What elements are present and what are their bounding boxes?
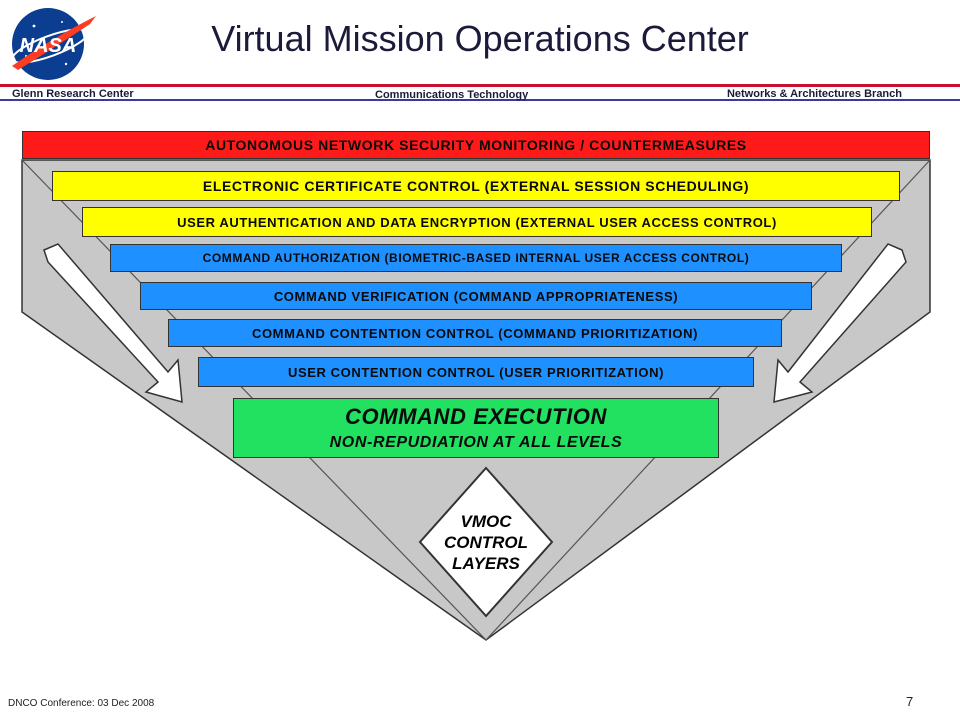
command-execution-title: COMMAND EXECUTION: [345, 404, 607, 429]
diamond-line-2: CONTROL: [443, 532, 529, 552]
layer-label-3: USER AUTHENTICATION AND DATA ENCRYPTION …: [177, 214, 777, 230]
layer-label-1: AUTONOMOUS NETWORK SECURITY MONITORING /…: [205, 137, 747, 153]
footer-conference: DNCO Conference: 03 Dec 2008: [8, 698, 155, 709]
layer-label-2: ELECTRONIC CERTIFICATE CONTROL (EXTERNAL…: [202, 178, 750, 194]
right-arrow-icon: [773, 243, 907, 403]
header-rule-blue: [0, 99, 960, 101]
left-arrow-icon: [43, 243, 183, 404]
header-center-label: Communications Technology: [375, 89, 529, 101]
non-repudiation-label: NON-REPUDIATION AT ALL LEVELS: [329, 434, 623, 451]
layer-band-3: USER AUTHENTICATION AND DATA ENCRYPTION …: [82, 207, 872, 237]
layer-band-2: ELECTRONIC CERTIFICATE CONTROL (EXTERNAL…: [52, 171, 900, 201]
layer-band-6: COMMAND CONTENTION CONTROL (COMMAND PRIO…: [168, 319, 782, 347]
layer-band-1: AUTONOMOUS NETWORK SECURITY MONITORING /…: [22, 131, 930, 159]
layer-label-4: COMMAND AUTHORIZATION (BIOMETRIC-BASED I…: [202, 251, 750, 265]
header-right-label: Networks & Architectures Branch: [726, 88, 902, 100]
layer-label-6: COMMAND CONTENTION CONTROL (COMMAND PRIO…: [251, 325, 699, 341]
layer-label-5: COMMAND VERIFICATION (COMMAND APPROPRIAT…: [273, 288, 679, 304]
layer-label-7: USER CONTENTION CONTROL (USER PRIORITIZA…: [287, 364, 665, 380]
header-left-label: Glenn Research Center: [12, 88, 134, 100]
page-title: Virtual Mission Operations Center: [211, 18, 749, 59]
layer-band-4: COMMAND AUTHORIZATION (BIOMETRIC-BASED I…: [110, 244, 842, 272]
diamond-line-3: LAYERS: [452, 553, 520, 573]
diamond-shape: [418, 466, 554, 618]
page-number: 7: [906, 694, 914, 709]
diamond-line-1: VMOC: [460, 511, 512, 531]
header-rule-red: [0, 84, 960, 87]
nasa-logo-text: NASA: [20, 35, 77, 57]
diamond-label: VMOC CONTROL LAYERS: [436, 500, 536, 584]
nasa-logo: NASA: [11, 8, 96, 80]
command-execution-box: COMMAND EXECUTION NON-REPUDIATION AT ALL…: [233, 398, 719, 458]
layer-band-5: COMMAND VERIFICATION (COMMAND APPROPRIAT…: [140, 282, 812, 310]
layer-band-7: USER CONTENTION CONTROL (USER PRIORITIZA…: [198, 357, 754, 387]
